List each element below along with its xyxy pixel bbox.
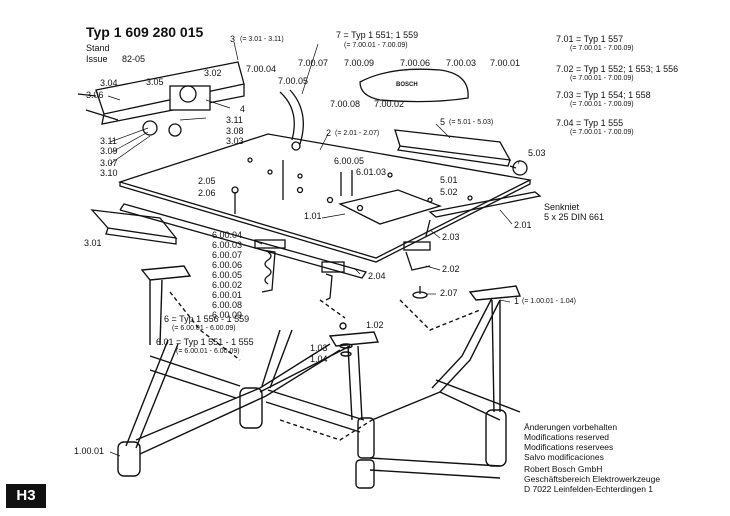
part-3-03: 3.03	[226, 136, 244, 146]
part-7-00-03: 7.00.03	[446, 58, 477, 68]
callout-6-01-range: (= 6.00.01 - 6.00.09)	[176, 348, 240, 355]
callout-1-range: (= 1.00.01 - 1.04)	[522, 298, 576, 305]
part-7-00-06: 7.00.06	[400, 58, 431, 68]
senkniet-spec: 5 x 25 DIN 661	[544, 212, 605, 222]
type-7-02-code: 7.02	[556, 64, 574, 74]
part-4: 4	[240, 104, 246, 114]
part-6-00-07: 6.00.07	[212, 250, 243, 260]
part-5-02: 5.02	[440, 187, 458, 197]
page-badge: H3	[6, 484, 46, 508]
type-7-02-typ: = Typ 1 552; 1 553; 1 556	[576, 64, 679, 74]
type-7-04-code: 7.04	[556, 118, 574, 128]
part-2-02: 2.02	[442, 264, 460, 274]
part-7-00-04: 7.00.04	[246, 64, 277, 74]
part-2-04: 2.04	[368, 271, 386, 281]
type-7-03-range: (= 7.00.01 - 7.00.09)	[570, 101, 634, 108]
part-2-01: 2.01	[514, 220, 532, 230]
part-6-00-02: 6.00.02	[212, 280, 243, 290]
part-3-06: 3.06	[86, 90, 104, 100]
callout-3-range: (= 3.01 - 3.11)	[240, 36, 284, 43]
part-1-00-01: 1.00.01	[74, 446, 105, 456]
type-7-01-code: 7.01	[556, 34, 574, 44]
part-1-02: 1.02	[366, 320, 384, 330]
type-7-04-range: (= 7.00.01 - 7.00.09)	[570, 129, 634, 136]
part-6-00-09: 6.00.09	[212, 310, 243, 320]
callout-3: 3	[230, 34, 236, 44]
part-6-00-04: 6.00.04	[212, 230, 243, 240]
parallel-fence	[394, 129, 512, 161]
part-7-00-01: 7.00.01	[490, 58, 521, 68]
type-7-01-range: (= 7.00.01 - 7.00.09)	[570, 45, 634, 52]
company-address: D 7022 Leinfelden-Echterdingen 1	[524, 484, 654, 494]
part-3-02: 3.02	[204, 68, 222, 78]
callout-7-range: (= 7.00.01 - 7.00.09)	[344, 42, 408, 49]
callout-7: 7 = Typ 1 551; 1 559	[336, 30, 419, 40]
part-2-07: 2.07	[440, 288, 458, 298]
part-7-00-02: 7.00.02	[374, 99, 405, 109]
part-7-00-08: 7.00.08	[330, 99, 361, 109]
part-6-01-03: 6.01.03	[356, 167, 387, 177]
part-6-00-05-top: 6.00.05	[334, 156, 365, 166]
part-2-03: 2.03	[442, 232, 460, 242]
note-changes-es: Salvo modificaciones	[524, 452, 604, 462]
part-3-10: 3.10	[100, 168, 118, 178]
part-1-04: 1.04	[310, 354, 328, 364]
part-2-06: 2.06	[198, 188, 216, 198]
part-5-03: 5.03	[528, 148, 546, 158]
part-3-11-b: 3.11	[100, 136, 117, 146]
company-division: Geschäftsbereich Elektrowerkzeuge	[524, 474, 661, 484]
callout-5-range: (= 5.01 - 5.03)	[449, 119, 494, 126]
part-7-00-09: 7.00.09	[344, 58, 375, 68]
stand-frame	[117, 265, 521, 489]
part-3-04: 3.04	[100, 78, 118, 88]
part-6-00-06: 6.00.06	[212, 260, 243, 270]
type-7-02-range: (= 7.00.01 - 7.00.09)	[570, 75, 634, 82]
part-3-09: 3.09	[100, 146, 118, 156]
type-7-04-typ: = Typ 1 555	[576, 118, 624, 128]
part-5-01: 5.01	[440, 175, 458, 185]
callout-2-range: (= 2.01 - 2.07)	[335, 130, 380, 137]
part-3-01: 3.01	[84, 238, 102, 248]
page-title: Typ 1 609 280 015	[86, 24, 204, 40]
part-2-05: 2.05	[198, 176, 216, 186]
type-7-03-code: 7.03	[556, 90, 574, 100]
issue-value: 82-05	[122, 54, 146, 64]
note-changes-en: Modifications reserved	[524, 432, 610, 442]
part-6-00-05: 6.00.05	[212, 270, 243, 280]
part-1-01: 1.01	[304, 211, 322, 221]
part-6-00-01: 6.00.01	[212, 290, 243, 300]
note-changes-fr: Modifications reservees	[524, 442, 614, 452]
callout-2: 2	[326, 128, 332, 138]
type-7-03-typ: = Typ 1 554; 1 558	[576, 90, 651, 100]
part-6-00-03: 6.00.03	[212, 240, 243, 250]
note-changes-de: Änderungen vorbehalten	[524, 422, 618, 432]
part-3-05: 3.05	[146, 77, 164, 87]
company-name: Robert Bosch GmbH	[524, 464, 603, 474]
brand-on-guard: BOSCH	[396, 82, 418, 88]
callout-6-01: 6.01 = Typ 1 551 - 1 555	[156, 337, 254, 347]
type-7-01-typ: = Typ 1 557	[576, 34, 624, 44]
part-1-03: 1.03	[310, 343, 328, 353]
stand-label: Stand	[86, 43, 110, 53]
callout-6: 6 = Typ 1 556 - 1 559	[164, 314, 250, 324]
front-rail	[119, 203, 368, 279]
part-6-00-08: 6.00.08	[212, 300, 243, 310]
issue-label: Issue	[86, 54, 108, 64]
part-3-07: 3.07	[100, 158, 118, 168]
part-7-00-07: 7.00.07	[298, 58, 329, 68]
senkniet-label: Senkniet	[544, 202, 580, 212]
part-3-08: 3.08	[226, 126, 244, 136]
part-3-11-a: 3.11	[226, 115, 243, 125]
blade-guard	[359, 68, 469, 103]
side-rail	[428, 191, 542, 218]
callout-6-range: (= 6.00.01 - 6.00.09)	[172, 325, 236, 332]
callout-5: 5	[440, 117, 446, 127]
callout-1: 1	[514, 296, 520, 306]
part-7-00-05: 7.00.05	[278, 76, 309, 86]
